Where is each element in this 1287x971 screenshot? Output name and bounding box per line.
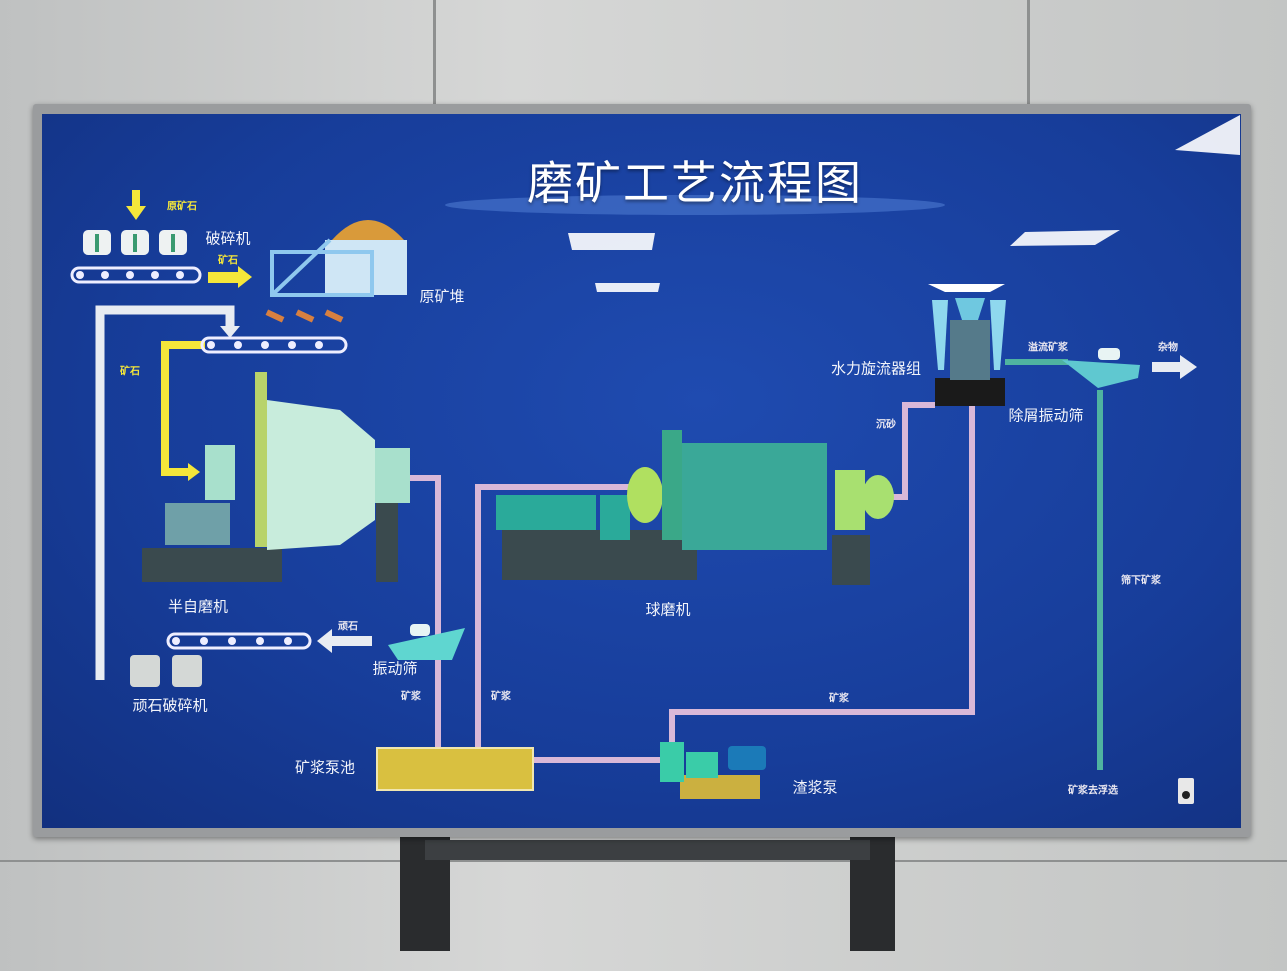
label-slurry-pump: 渣浆泵 bbox=[792, 778, 838, 797]
raw-ore-pile bbox=[270, 220, 407, 297]
label-trash-vibrating-screen: 除屑振动筛 bbox=[1008, 406, 1084, 425]
label-crusher: 破碎机 bbox=[205, 229, 251, 248]
label-raw-ore-pile: 原矿堆 bbox=[419, 287, 465, 306]
arrow-down-icon bbox=[220, 326, 240, 338]
label-slurry: 矿浆 bbox=[401, 691, 421, 703]
label-overflow-slurry: 溢流矿浆 bbox=[1028, 342, 1068, 354]
trash-vibrating-screen bbox=[1062, 348, 1140, 388]
label-slurry-pump-pool: 矿浆泵池 bbox=[294, 758, 356, 777]
label-vibrating-screen: 振动筛 bbox=[372, 659, 418, 678]
conveyor-belt bbox=[200, 336, 348, 354]
slurry-pump bbox=[660, 742, 766, 799]
arrow-right-icon bbox=[188, 463, 200, 481]
label-ball-mill: 球磨机 bbox=[645, 600, 691, 619]
primary-crushers bbox=[83, 230, 187, 255]
label-pebble-crusher: 顽石破碎机 bbox=[132, 696, 208, 715]
conveyor-belt bbox=[166, 632, 312, 650]
ball-mill bbox=[496, 430, 894, 585]
sag-mill bbox=[142, 372, 410, 582]
label-slurry: 矿浆 bbox=[491, 691, 511, 703]
label-sag-mill: 半自磨机 bbox=[167, 597, 229, 616]
vibrating-screen bbox=[388, 624, 465, 660]
label-debris: 杂物 bbox=[1158, 342, 1178, 354]
ore-feed-line bbox=[161, 341, 205, 476]
label-hydrocyclone-group: 水力旋流器组 bbox=[830, 359, 922, 378]
slurry-pump-pool bbox=[376, 747, 534, 791]
label-sand: 沉砂 bbox=[876, 419, 896, 431]
arrow-right-icon bbox=[1152, 362, 1182, 372]
label-raw-ore: 原矿石 bbox=[167, 201, 197, 213]
stand-crossbar bbox=[425, 840, 870, 860]
arrow-down-icon bbox=[132, 190, 140, 208]
arrow-right-icon bbox=[208, 272, 240, 283]
glare bbox=[595, 283, 660, 292]
wall-seam bbox=[433, 0, 436, 104]
label-slurry: 矿浆 bbox=[829, 693, 849, 705]
wall-seam bbox=[1027, 0, 1030, 104]
label-undersize-slurry: 筛下矿浆 bbox=[1121, 575, 1161, 587]
glare bbox=[568, 233, 655, 250]
pebble-return-line bbox=[95, 305, 235, 680]
title-underline bbox=[445, 195, 945, 215]
label-slurry-to-flotation: 矿浆去浮选 bbox=[1068, 785, 1118, 797]
label-ore: 矿石 bbox=[218, 255, 238, 267]
label-ore: 矿石 bbox=[120, 366, 140, 378]
hydrocyclone-group bbox=[928, 284, 1006, 406]
conveyor-belt bbox=[70, 266, 202, 284]
pebble-crusher bbox=[130, 655, 202, 687]
glare bbox=[1010, 230, 1120, 246]
glare bbox=[1175, 115, 1240, 155]
page-title: 磨矿工艺流程图 bbox=[527, 156, 863, 210]
arrow-left-icon bbox=[330, 636, 372, 646]
wall-seam bbox=[0, 860, 1287, 862]
feeders bbox=[265, 309, 344, 323]
label-pebbles: 顽石 bbox=[338, 621, 358, 633]
overflow-pipes bbox=[1005, 359, 1103, 770]
